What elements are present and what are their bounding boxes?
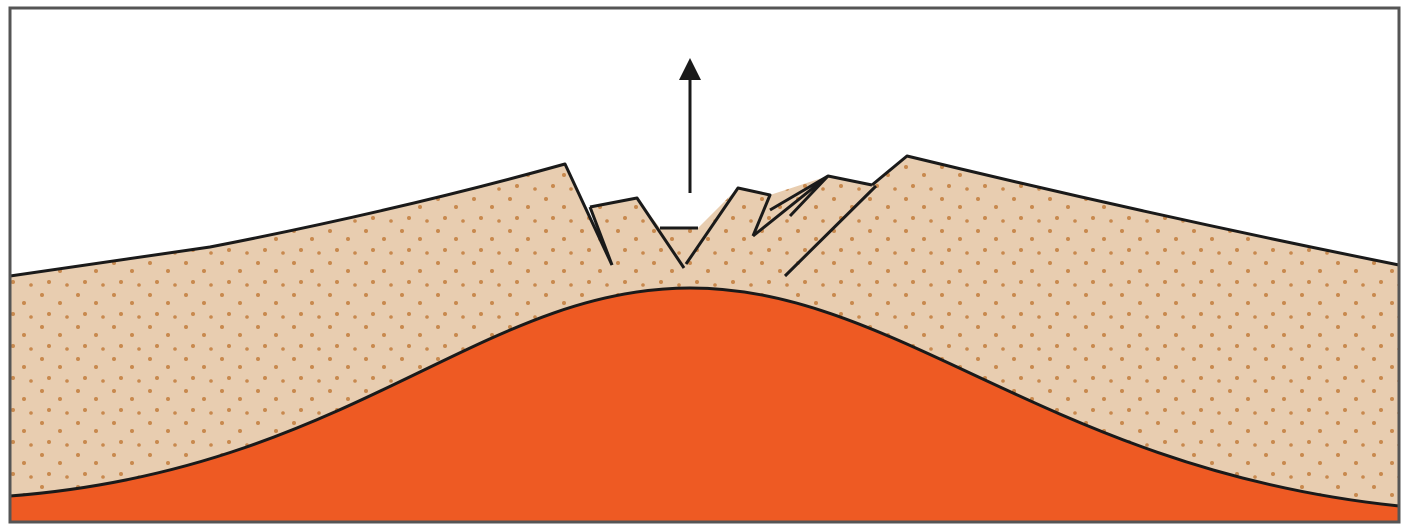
uplift-diagram	[0, 0, 1404, 525]
